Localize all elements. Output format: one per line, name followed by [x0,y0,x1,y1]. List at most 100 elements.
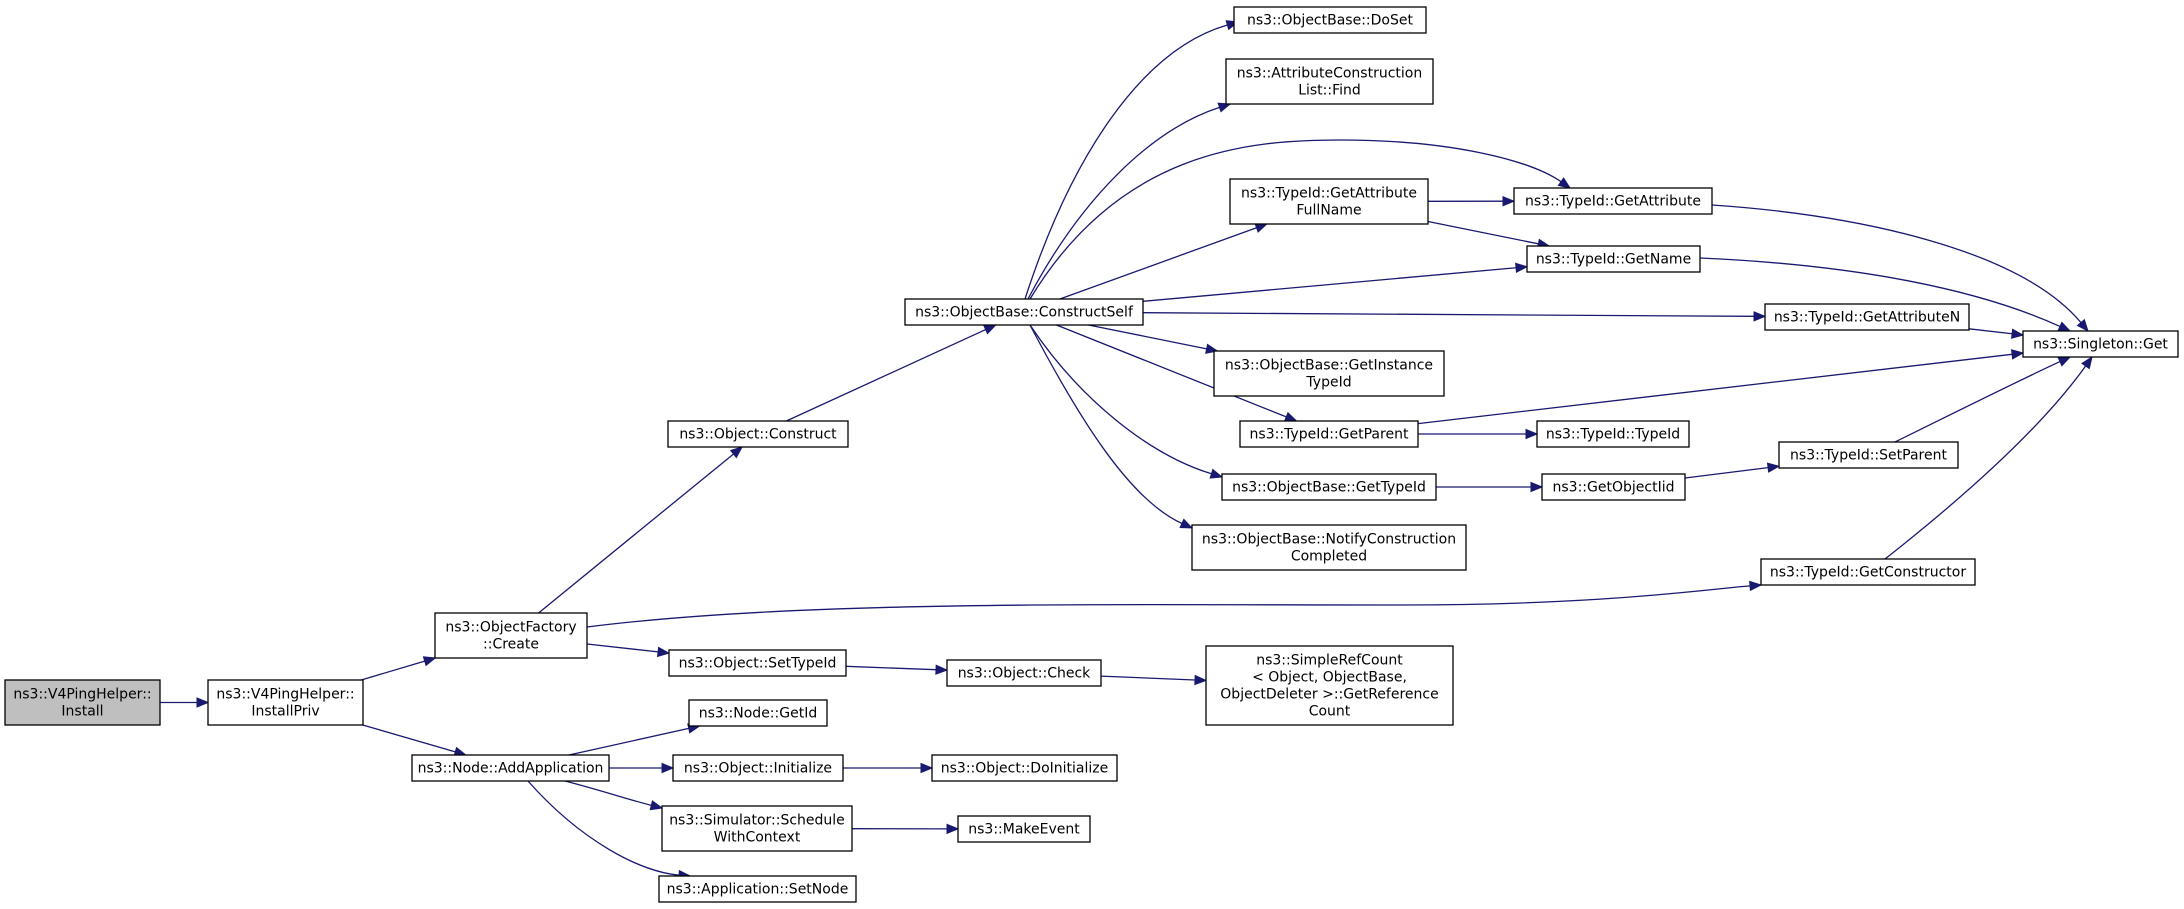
node-label: ns3::ObjectBase::ConstructSelf [915,305,1134,321]
node-typeid-getname[interactable]: ns3::TypeId::GetName [1526,245,1701,273]
node-box [668,649,847,677]
node-object-check[interactable]: ns3::Object::Check [946,659,1102,687]
node-objectbase-doset[interactable]: ns3::ObjectBase::DoSet [1233,6,1427,34]
node-box [1541,473,1686,501]
arrowhead [983,324,997,335]
node-objectbase-notifyconstructioncompleted[interactable]: ns3::ObjectBase::NotifyConstructionCompl… [1191,524,1467,571]
edge-line [362,724,456,753]
arrowhead [1525,428,1539,440]
edge-objectbase_constructself-to-typeid_getname [1142,262,1529,302]
node-v4ping-installpriv[interactable]: ns3::V4PingHelper::InstallPriv [207,679,364,726]
arrowhead [1753,311,1767,322]
node-label: List::Find [1298,83,1361,99]
edge-typeid_getattributefullname-to-typeid_getattribute [1427,195,1516,207]
edge-line [1027,106,1220,300]
edge-typeid_getparent-to-typeid_typeid [1418,428,1539,440]
edge-objectbase_constructself-to-objectbase_getinstancetypeid [1088,324,1219,354]
node-label: ns3::TypeId::GetConstructor [1770,565,1966,581]
node-box [1221,473,1437,501]
node-label: ns3::TypeId::TypeId [1546,427,1680,443]
node-objectbase-constructself[interactable]: ns3::ObjectBase::ConstructSelf [904,298,1144,326]
node-objectbase-gettypeid[interactable]: ns3::ObjectBase::GetTypeId [1221,473,1437,501]
edge-object_initialize-to-object_doinitialize [843,762,934,774]
arrowhead [2076,318,2089,333]
edge-object_construct-to-objectbase_constructself [786,324,997,422]
node-typeid-getattributen[interactable]: ns3::TypeId::GetAttributeN [1764,303,1970,331]
node-label: ns3::ObjectBase::GetTypeId [1232,480,1426,496]
node-getobjectiid[interactable]: ns3::GetObjectIid [1541,473,1686,501]
arrowhead [1530,481,1544,493]
arrowhead [729,446,744,459]
edge-line [586,585,1751,628]
node-makeevent[interactable]: ns3::MakeEvent [957,815,1091,843]
node-singleton-get[interactable]: ns3::Singleton::Get [2022,330,2179,358]
node-box [931,754,1118,782]
node-node-addapplication[interactable]: ns3::Node::AddApplication [411,754,610,782]
node-box [946,659,1102,687]
edge-node_addapplication-to-simulator_schedulewithcontext [564,780,664,811]
node-typeid-getparent[interactable]: ns3::TypeId::GetParent [1239,420,1419,448]
node-label: ns3::Singleton::Get [2033,337,2168,353]
node-object-initialize[interactable]: ns3::Object::Initialize [672,754,844,782]
edge-objectbase_constructself-to-typeid_getattributen [1142,311,1767,322]
edge-node_addapplication-to-node_getid [568,723,701,756]
node-label: InstallPriv [251,704,319,720]
node-label: ns3::TypeId::GetAttribute [1241,186,1417,202]
node-typeid-getattribute[interactable]: ns3::TypeId::GetAttribute [1513,187,1713,215]
arrowhead [1217,102,1232,113]
arrowhead [1502,195,1516,207]
edge-typeid_getattributen-to-singleton_get [1968,328,2025,339]
edge-line [1029,324,1212,475]
node-object-doinitialize[interactable]: ns3::Object::DoInitialize [931,754,1118,782]
edge-line [1100,675,1196,681]
call-edges [160,20,2093,881]
edge-objectbase_constructself-to-objectbase_doset [1024,20,1240,300]
node-v4ping-install: ns3::V4PingHelper::Install [4,679,161,726]
arrowhead [1766,462,1781,473]
node-typeid-getconstructor[interactable]: ns3::TypeId::GetConstructor [1760,558,1976,586]
edge-line [1699,257,2061,328]
arrowhead [196,697,210,708]
node-label: ns3::V4PingHelper:: [13,687,151,703]
arrowhead [1179,518,1194,529]
edge-line [1417,353,2013,425]
node-box [667,420,849,448]
node-application-setnode[interactable]: ns3::Application::SetNode [658,875,857,903]
node-label: TypeId [1305,375,1351,391]
arrowhead [2057,356,2072,367]
node-box [4,679,161,726]
edge-v4ping_installpriv-to-objectfactory_create [361,656,437,681]
edge-objectbase_constructself-to-objectbase_notifyconstructioncompleted [1029,324,1194,529]
node-label: ns3::V4PingHelper:: [216,687,354,703]
node-label: Count [1309,704,1351,720]
node-typeid-typeid[interactable]: ns3::TypeId::TypeId [1536,420,1690,448]
node-simplerefcount-getreferencecount[interactable]: ns3::SimpleRefCount< Object, ObjectBase,… [1205,645,1454,726]
node-label: ns3::AttributeConstruction [1237,66,1422,82]
node-object-settypeid[interactable]: ns3::Object::SetTypeId [668,649,847,677]
node-node-getid[interactable]: ns3::Node::GetId [688,699,828,727]
arrowhead [1557,177,1572,189]
node-box [1526,245,1701,273]
node-box [1205,645,1454,726]
edge-objectfactory_create-to-object_construct [538,446,744,614]
edge-typeid_getparent-to-singleton_get [1417,349,2025,425]
node-box [957,815,1091,843]
node-box [661,805,853,852]
function-nodes: ns3::V4PingHelper::Installns3::V4PingHel… [4,6,2179,903]
node-label: ns3::ObjectFactory [445,620,576,636]
edge-line [1711,204,2082,323]
node-object-construct[interactable]: ns3::Object::Construct [667,420,849,448]
node-typeid-setparent[interactable]: ns3::TypeId::SetParent [1778,441,1959,469]
node-objectfactory-create[interactable]: ns3::ObjectFactory::Create [434,612,588,659]
node-label: ns3::SimpleRefCount [1256,653,1403,669]
arrowhead [946,823,960,835]
edge-objectfactory_create-to-typeid_getconstructor [586,580,1763,628]
arrowhead [920,762,934,774]
edge-simulator_schedulewithcontext-to-makeevent [851,823,960,835]
arrowhead [1283,411,1298,422]
